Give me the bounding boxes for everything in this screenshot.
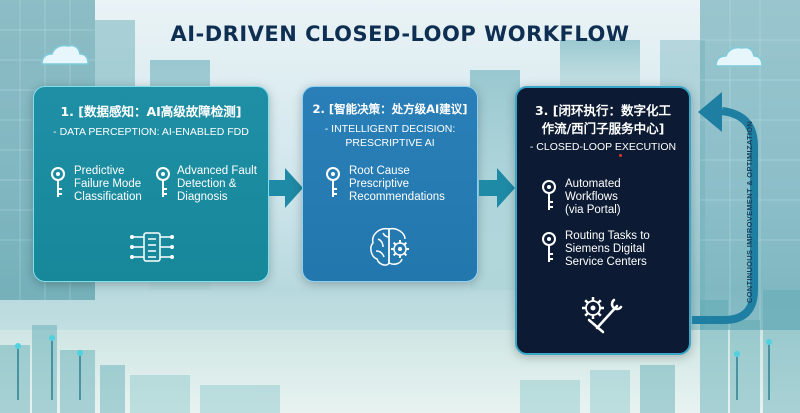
cloud-icon bbox=[41, 44, 89, 65]
step-subtitle: - DATA PERCEPTION: AI-ENABLED FDD bbox=[53, 126, 249, 138]
step-subtitle: - INTELLIGENT DECISION: bbox=[324, 123, 456, 135]
step-title: 3. [闭环执行：数字化工 bbox=[534, 103, 671, 118]
key-icon bbox=[326, 167, 340, 197]
brain-gear-icon bbox=[370, 227, 409, 266]
cloud-icon bbox=[715, 46, 763, 67]
key-icon bbox=[51, 167, 65, 197]
loop-back-arrow-icon bbox=[692, 92, 758, 324]
step-subtitle: - CLOSED-LOOP EXECUTION bbox=[529, 141, 677, 153]
item-label: Routing Tasks to Siemens Digital Service… bbox=[565, 230, 650, 268]
red-dot-marker bbox=[619, 154, 622, 157]
step-title: 1. [数据感知：AI高级故障检测] bbox=[60, 104, 242, 119]
loop-label: CONTINUOUS IMPROVEMENT & OPTIMIZATION bbox=[745, 120, 754, 304]
key-icon bbox=[542, 232, 556, 262]
step-subtitle: PRESCRIPTIVE AI bbox=[345, 137, 435, 149]
step-title: 作流/西门子服务中心] bbox=[541, 121, 665, 136]
item-label: Root Cause Prescriptive Recommendations bbox=[349, 165, 445, 203]
item-label: Predictive Failure Mode Classification bbox=[74, 165, 142, 203]
item-label: Automated Workflows (via Portal) bbox=[565, 178, 621, 216]
step-card-intelligent-decision: 2. [智能决策：处方级AI建议] - INTELLIGENT DECISION… bbox=[302, 86, 478, 282]
key-icon bbox=[156, 167, 170, 197]
arrow-right-icon bbox=[269, 168, 303, 208]
key-icon bbox=[542, 180, 556, 210]
step-card-data-perception: 1. [数据感知：AI高级故障检测] - DATA PERCEPTION: AI… bbox=[33, 86, 269, 282]
step-card-closed-loop-execution: 3. [闭环执行：数字化工 作流/西门子服务中心] - CLOSED-LOOP … bbox=[515, 86, 691, 355]
gear-wrench-icon bbox=[582, 297, 623, 334]
ai-chip-icon bbox=[130, 232, 174, 262]
item-label: Advanced Fault Detection & Diagnosis bbox=[177, 165, 257, 203]
arrow-right-icon bbox=[479, 168, 515, 208]
step-title: 2. [智能决策：处方级AI建议] bbox=[312, 102, 468, 116]
page-title: AI-DRIVEN CLOSED-LOOP WORKFLOW bbox=[170, 22, 630, 46]
